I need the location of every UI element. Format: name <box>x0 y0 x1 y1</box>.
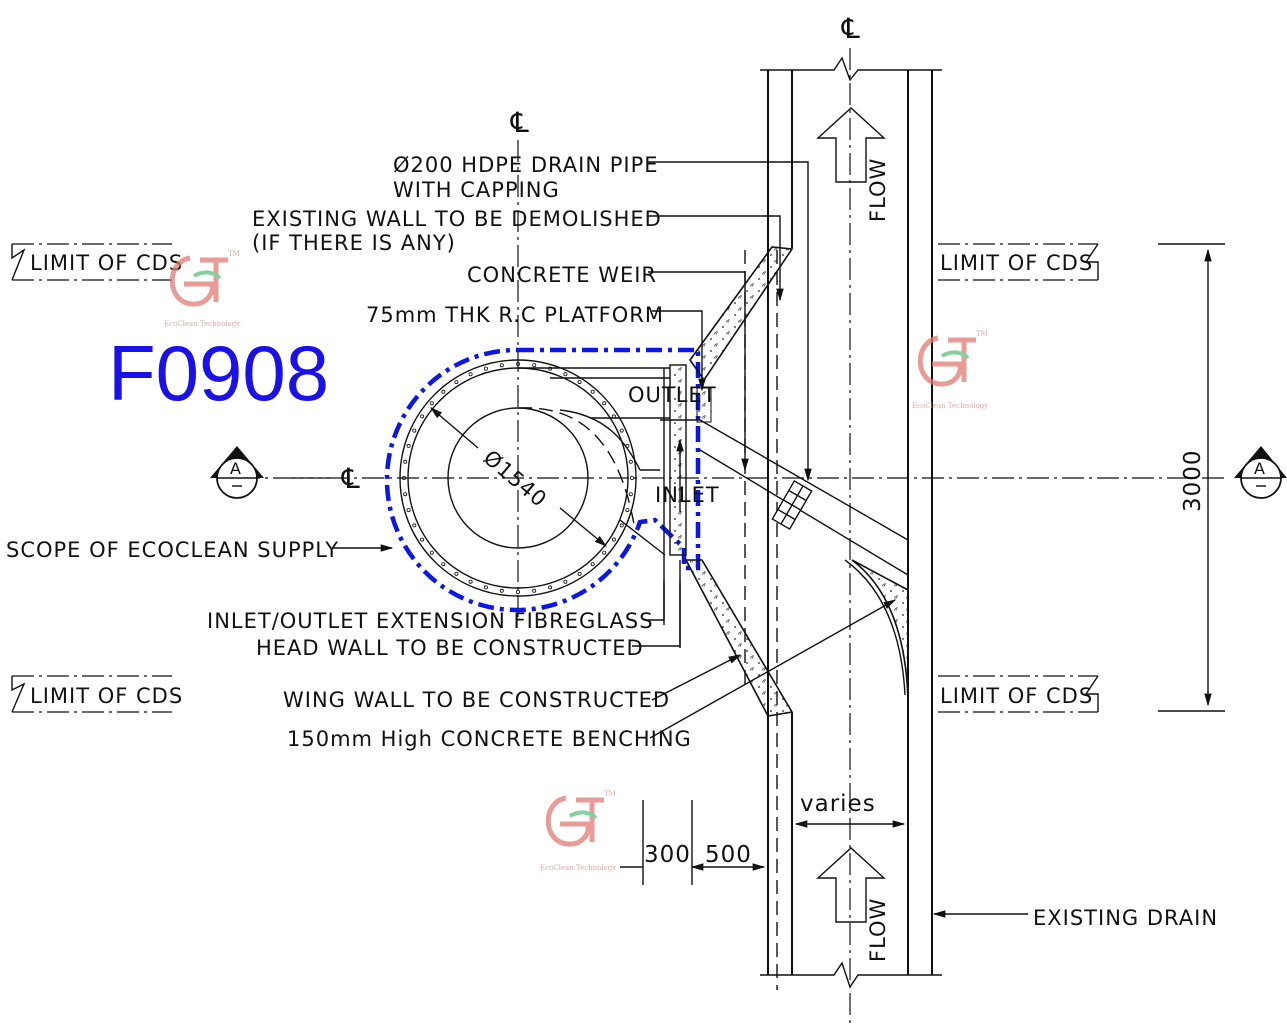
logo-tm-2: TM <box>976 330 988 338</box>
bolt-hole <box>429 401 434 406</box>
bolt-hole <box>516 361 521 366</box>
bolt-hole <box>630 475 635 480</box>
bolt-hole <box>403 492 408 497</box>
label-drain-pipe-2: WITH CAPPING <box>393 178 560 202</box>
bolt-hole <box>468 372 473 377</box>
label-existing-wall-1: EXISTING WALL TO BE DEMOLISHED <box>252 207 662 231</box>
bolt-hole <box>563 372 568 377</box>
limit-of-cds-bottom-right: LIMIT OF CDS <box>938 675 1099 713</box>
logo-caption-1: EcoClean Technology <box>164 320 240 328</box>
bolt-hole <box>403 459 408 464</box>
head-wall <box>669 364 687 556</box>
bolt-hole <box>468 579 473 584</box>
bolt-hole <box>577 380 582 385</box>
bolt-hole <box>625 508 630 513</box>
label-outlet: OUTLET <box>628 383 717 407</box>
scope-of-supply-outline <box>384 347 701 613</box>
bolt-hole <box>412 523 417 528</box>
centerline-symbol-unit: ℄ <box>507 106 533 139</box>
concrete-benching <box>851 559 909 701</box>
bolt-hole <box>412 428 417 433</box>
bolt-hole <box>516 590 521 595</box>
dimension-3000: 3000 <box>1158 243 1225 712</box>
label-concrete-weir: CONCRETE WEIR <box>467 263 657 287</box>
bolt-hole <box>563 579 568 584</box>
label-platform: 75mm THK R.C PLATFORM <box>366 303 664 327</box>
bolt-hole <box>406 508 411 513</box>
label-drain-pipe-1: Ø200 HDPE DRAIN PIPE <box>393 153 659 177</box>
section-marker-left: A <box>210 446 264 499</box>
bolt-hole <box>454 380 459 385</box>
bolt-hole <box>454 571 459 576</box>
label-wing-wall: WING WALL TO BE CONSTRUCTED <box>283 688 670 712</box>
flow-label-bottom: FLOW <box>866 898 890 962</box>
bolt-hole <box>532 588 537 593</box>
bolt-hole <box>441 389 446 394</box>
limit-of-cds-top-left: LIMIT OF CDS <box>11 243 183 281</box>
bolt-hole <box>499 363 504 368</box>
dimension-3000-label: 3000 <box>1180 449 1206 512</box>
section-marker-left-label: A <box>230 459 242 478</box>
label-existing-drain: EXISTING DRAIN <box>1033 906 1218 930</box>
bolt-hole <box>441 562 446 567</box>
dimension-500-label: 500 <box>705 842 752 868</box>
bolt-hole <box>499 588 504 593</box>
section-marker-right-label: A <box>1254 459 1266 478</box>
dimension-varies: varies <box>794 791 906 828</box>
bolt-hole <box>590 562 595 567</box>
drain-pipe-capping <box>771 479 813 531</box>
bolt-hole <box>590 389 595 394</box>
bolt-hole <box>532 363 537 368</box>
bolt-hole <box>602 401 607 406</box>
label-inlet: INLET <box>655 483 720 507</box>
lower-wing-wall <box>684 559 794 717</box>
existing-drain-channel <box>744 48 942 1028</box>
logo-tm-3: TM <box>604 790 616 798</box>
logo-caption-3: EcoClean Technology <box>540 864 616 872</box>
label-scope: SCOPE OF ECOCLEAN SUPPLY <box>6 538 339 562</box>
ecoclean-logo-2: EcoClean Technology TM <box>912 330 988 410</box>
ecoclean-logo-1: EcoClean Technology TM <box>164 250 240 328</box>
section-marker-right: A <box>1234 446 1287 499</box>
bolt-hole <box>483 366 488 371</box>
bolt-hole <box>628 492 633 497</box>
drawing-code: F0908 <box>108 329 329 417</box>
limit-label-top-left: LIMIT OF CDS <box>30 251 183 275</box>
bolt-hole <box>429 550 434 555</box>
label-benching: 150mm High CONCRETE BENCHING <box>287 727 692 751</box>
bolt-hole <box>420 537 425 542</box>
label-extension-2: HEAD WALL TO BE CONSTRUCTED <box>256 636 644 660</box>
dimension-300-label: 300 <box>644 842 691 868</box>
logo-caption-2: EcoClean Technology <box>912 402 988 410</box>
limit-label-top-right: LIMIT OF CDS <box>940 251 1093 275</box>
varies-label: varies <box>800 791 876 817</box>
bolt-hole <box>401 475 406 480</box>
bolt-hole <box>577 571 582 576</box>
limit-of-cds-bottom-left: LIMIT OF CDS <box>11 675 183 713</box>
bolt-hole <box>619 523 624 528</box>
logo-tm-1: TM <box>228 250 240 258</box>
label-extension-1: INLET/OUTLET EXTENSION FIBREGLASS <box>207 609 654 633</box>
flow-arrow-top: FLOW <box>816 107 890 222</box>
bolt-hole <box>611 537 616 542</box>
bolt-hole <box>602 550 607 555</box>
dimension-300-500: 300 500 <box>620 800 766 885</box>
bolt-hole <box>548 585 553 590</box>
bolt-hole <box>483 585 488 590</box>
ecoclean-logo-3: EcoClean Technology TM <box>540 790 616 872</box>
label-existing-wall-2: (IF THERE IS ANY) <box>252 231 456 255</box>
limit-label-bottom-right: LIMIT OF CDS <box>940 684 1093 708</box>
bolt-hole <box>420 414 425 419</box>
diameter-label: Ø1540 <box>479 445 552 512</box>
centerline-symbol-drain: ℄ <box>838 12 864 45</box>
bolt-hole <box>628 459 633 464</box>
flow-arrow-bottom: FLOW <box>816 847 890 962</box>
limit-label-bottom-left: LIMIT OF CDS <box>30 684 183 708</box>
bolt-hole <box>406 443 411 448</box>
bolt-hole <box>619 428 624 433</box>
limit-of-cds-top-right: LIMIT OF CDS <box>938 243 1099 281</box>
flow-label-top: FLOW <box>866 158 890 222</box>
